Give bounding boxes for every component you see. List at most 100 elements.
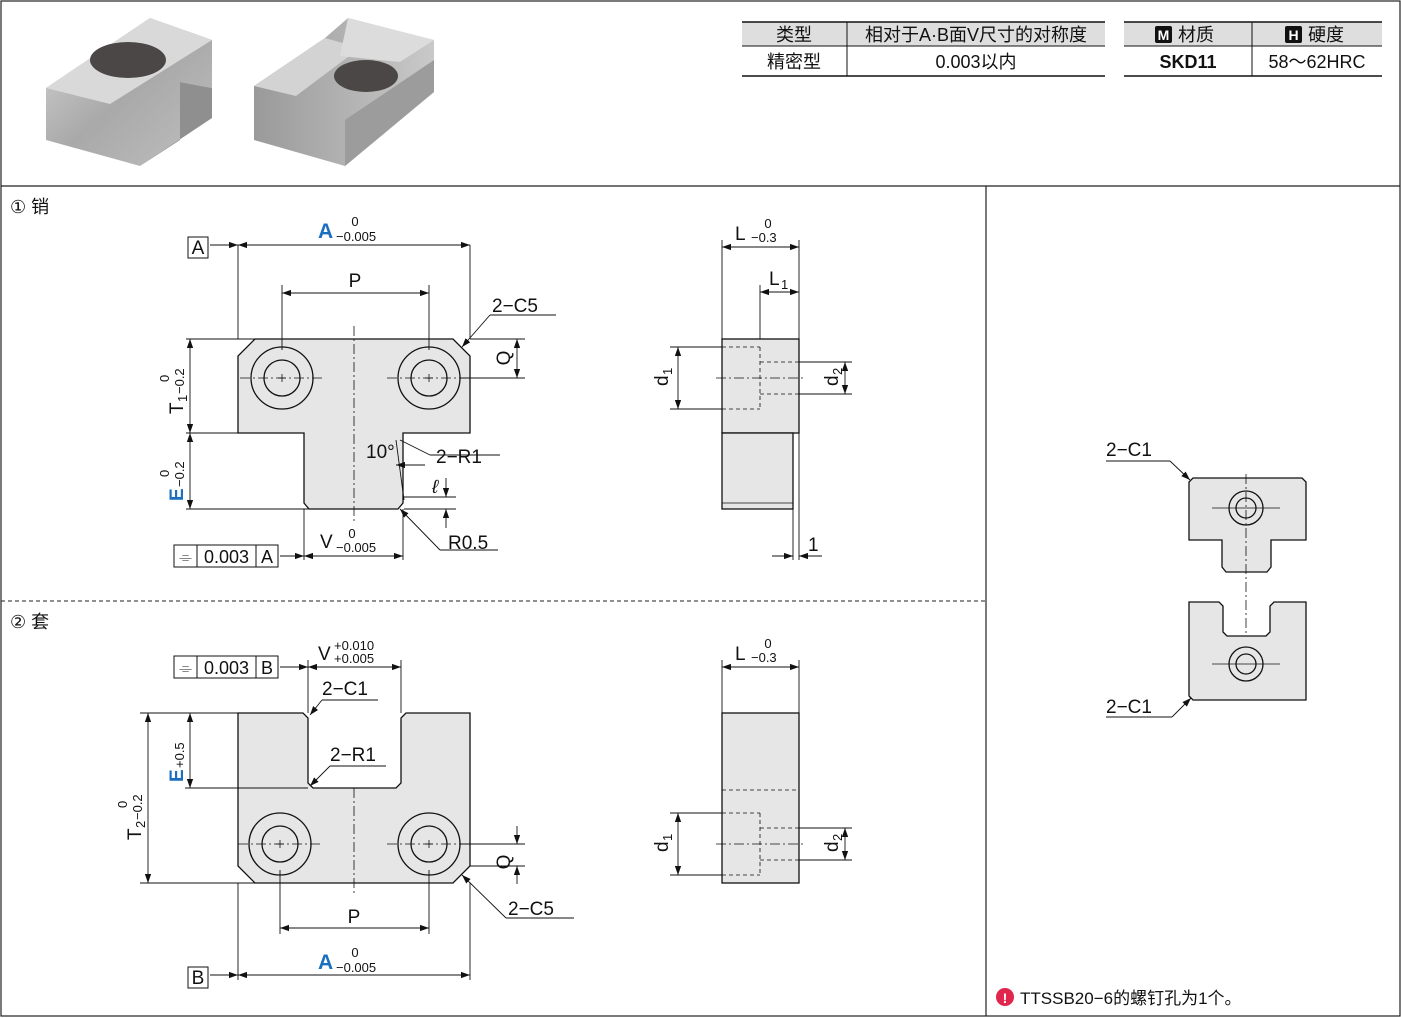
variant-leaders bbox=[1106, 460, 1192, 718]
svg-text:0: 0 bbox=[351, 945, 358, 960]
type-table: 类型 相对于A·B面V尺寸的对称度 精密型 0.003以内 bbox=[742, 21, 1105, 77]
svg-text:2: 2 bbox=[830, 368, 845, 375]
sleeve-side-labels: L 0 −0.3 d 1 d 2 bbox=[652, 636, 845, 852]
pin-t1-dim: T bbox=[167, 402, 188, 414]
pin-side-labels: L 0 −0.3 L 1 d 1 d 2 1 bbox=[652, 216, 845, 556]
sleeve-v-dim: V bbox=[318, 644, 331, 665]
variant-chamfer-bottom: 2−C1 bbox=[1106, 697, 1152, 718]
note: ! TTSSB20−6的螺钉孔为1个。 bbox=[996, 988, 1242, 1008]
sleeve-width-dim: A bbox=[318, 951, 333, 974]
svg-text:0: 0 bbox=[764, 216, 771, 231]
svg-text:!: ! bbox=[1003, 990, 1008, 1006]
svg-text:1: 1 bbox=[660, 834, 675, 841]
svg-text:+0.010: +0.010 bbox=[334, 638, 374, 653]
sleeve-chamfer5-label: 2−C5 bbox=[508, 899, 554, 920]
pin-radius-label: 2−R1 bbox=[436, 447, 482, 468]
pin-width-dim: A bbox=[318, 220, 333, 243]
pin-ell-label: ℓ bbox=[431, 477, 439, 498]
pin-d2-dim: d bbox=[822, 375, 843, 386]
datum-a-label: A bbox=[192, 238, 205, 259]
sleeve-d2-dim: d bbox=[822, 841, 843, 852]
pin-q-dim: Q bbox=[494, 351, 515, 366]
pin-chamfer-label: 2−C5 bbox=[492, 296, 538, 317]
pin-angle-label: 10° bbox=[366, 442, 395, 463]
datum-b-label: B bbox=[192, 968, 205, 989]
variant-chamfer-top: 2−C1 bbox=[1106, 440, 1152, 461]
svg-text:0: 0 bbox=[348, 526, 355, 541]
pin-p-dim: P bbox=[349, 271, 362, 292]
note-text: TTSSB20−6的螺钉孔为1个。 bbox=[1020, 989, 1242, 1008]
hardness-label: 硬度 bbox=[1308, 25, 1344, 45]
section-sleeve-title: ② 套 bbox=[10, 612, 49, 632]
material-table: M 材质 H 硬度 SKD11 58～62HRC bbox=[1124, 21, 1382, 77]
pin-d1-dim: d bbox=[652, 375, 673, 386]
section-pin-title: ① 销 bbox=[10, 197, 49, 217]
svg-text:M: M bbox=[1158, 27, 1170, 43]
symmetry-header: 相对于A·B面V尺寸的对称度 bbox=[865, 25, 1087, 45]
pin-v-dim: V bbox=[320, 532, 333, 553]
svg-text:−0.3: −0.3 bbox=[751, 650, 777, 665]
svg-text:0: 0 bbox=[764, 636, 771, 651]
svg-text:0.003: 0.003 bbox=[204, 658, 249, 678]
material-badge-icon bbox=[1155, 26, 1172, 43]
svg-text:1: 1 bbox=[660, 368, 675, 375]
svg-text:H: H bbox=[1288, 27, 1298, 43]
svg-text:0: 0 bbox=[157, 470, 172, 477]
svg-text:−0.2: −0.2 bbox=[172, 368, 187, 394]
type-header: 类型 bbox=[776, 25, 812, 45]
pin-side-view bbox=[716, 338, 806, 510]
pin-one-dim: 1 bbox=[808, 535, 819, 556]
pin-l-dim: L bbox=[735, 224, 746, 245]
svg-text:−0.005: −0.005 bbox=[336, 540, 376, 555]
pin-symmetry-frame: ⌯ 0.003 A bbox=[173, 544, 279, 568]
svg-text:−0.005: −0.005 bbox=[336, 960, 376, 975]
sleeve-side-dimensions bbox=[670, 660, 852, 876]
product-photo-pin bbox=[46, 18, 212, 166]
variant-sleeve-view bbox=[1188, 601, 1307, 701]
symmetry-icon: ⌯ bbox=[179, 549, 192, 566]
sleeve-front-view bbox=[237, 712, 471, 896]
pin-dimension-labels: A A 0 −0.005 P 2−C5 Q T 1 −0.2 0 E 0 −0.… bbox=[157, 214, 538, 568]
svg-text:2: 2 bbox=[133, 821, 148, 828]
alert-icon bbox=[996, 988, 1014, 1006]
sleeve-p-dim: P bbox=[348, 907, 361, 928]
pin-l1-dim: L bbox=[769, 269, 780, 290]
svg-text:−0.2: −0.2 bbox=[172, 461, 187, 487]
sleeve-d1-dim: d bbox=[652, 841, 673, 852]
svg-text:+0.005: +0.005 bbox=[334, 651, 374, 666]
product-photo-sleeve bbox=[254, 18, 434, 166]
svg-text:0: 0 bbox=[115, 801, 130, 808]
sleeve-dimensions bbox=[140, 660, 574, 980]
type-value: 精密型 bbox=[767, 52, 821, 72]
sleeve-e-dim: E bbox=[167, 769, 188, 782]
svg-text:2: 2 bbox=[830, 834, 845, 841]
pin-dimensions bbox=[186, 241, 556, 560]
sleeve-dimension-labels: ⌯ 0.003 B V +0.010 +0.005 2−C1 2−R1 E +0… bbox=[115, 638, 554, 989]
material-value: SKD11 bbox=[1159, 52, 1216, 72]
svg-text:1: 1 bbox=[175, 395, 190, 402]
sleeve-t2-dim: T bbox=[125, 828, 146, 840]
svg-text:A: A bbox=[261, 547, 273, 567]
sleeve-l-dim: L bbox=[735, 644, 746, 665]
svg-text:1: 1 bbox=[781, 277, 788, 292]
symmetry-value: 0.003以内 bbox=[935, 52, 1016, 72]
hardness-badge-icon bbox=[1285, 26, 1302, 43]
sleeve-side-view bbox=[716, 712, 806, 884]
svg-text:−0.2: −0.2 bbox=[130, 794, 145, 820]
svg-text:−0.3: −0.3 bbox=[751, 230, 777, 245]
hardness-value: 58～62HRC bbox=[1268, 52, 1365, 72]
svg-text:+0.5: +0.5 bbox=[172, 742, 187, 768]
sleeve-q-dim: Q bbox=[494, 855, 515, 870]
svg-text:B: B bbox=[261, 658, 273, 678]
pin-e-dim: E bbox=[167, 488, 188, 501]
svg-text:−0.005: −0.005 bbox=[336, 229, 376, 244]
sleeve-radius-label: 2−R1 bbox=[330, 745, 376, 766]
pin-side-dimensions bbox=[670, 240, 852, 560]
symmetry-icon: ⌯ bbox=[179, 660, 192, 677]
svg-text:0: 0 bbox=[157, 375, 172, 382]
svg-text:0: 0 bbox=[351, 214, 358, 229]
sleeve-chamfer1-label: 2−C1 bbox=[322, 679, 368, 700]
svg-text:0.003: 0.003 bbox=[204, 547, 249, 567]
